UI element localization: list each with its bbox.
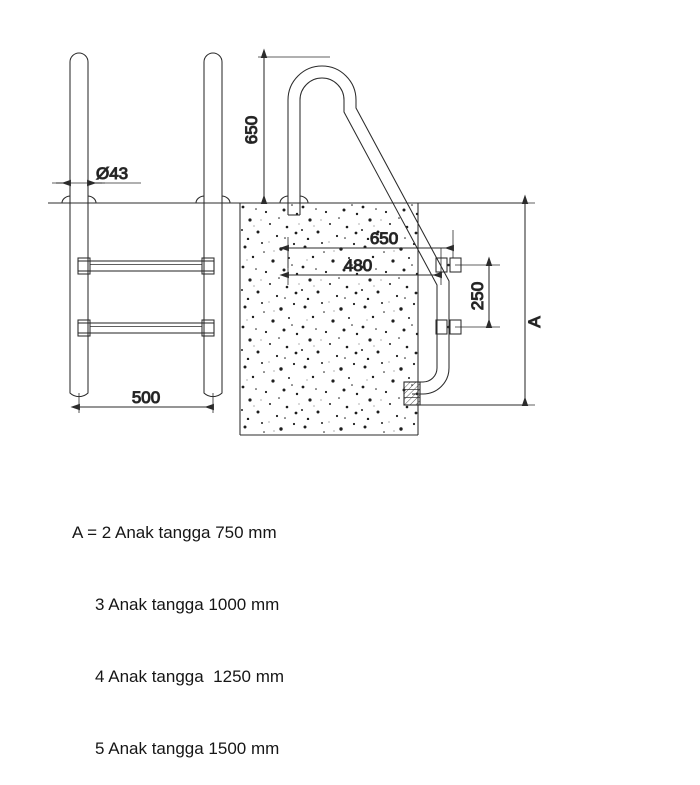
ladder-rung-lower [77, 319, 215, 337]
legend-line-1: A = 2 Anak tangga 750 mm [72, 523, 277, 542]
ladder-rung-upper [77, 257, 215, 275]
dimension-step-250: 250 [455, 256, 500, 328]
dimension-reach-480: 480 [279, 248, 442, 285]
dimension-reach-650-label: 650 [370, 229, 398, 248]
legend-line-2: 3 Anak tangga 1000 mm [95, 595, 280, 614]
concrete-wall [239, 202, 419, 436]
dimension-overall-A-label: A [525, 316, 544, 328]
dimension-reach-480-label: 480 [344, 256, 372, 275]
dimension-reach-650: 650 [279, 228, 454, 268]
dimension-height-650-label: 650 [242, 116, 261, 144]
ladder-right-rail [203, 52, 223, 398]
dimension-step-250-label: 250 [468, 282, 487, 310]
legend-line-4: 5 Anak tangga 1500 mm [95, 739, 280, 758]
dimension-width-500: 500 [70, 387, 214, 413]
handrail-outer-edge [287, 65, 450, 395]
ladder-flange-left [61, 195, 97, 204]
ladder-technical-drawing: Ø43 650 650 480 250 [48, 48, 545, 436]
dimension-height-650: 650 [241, 48, 330, 204]
handrail-side-elevation [279, 65, 462, 406]
handrail-flange [279, 195, 309, 204]
ladder-left-rail [69, 52, 89, 398]
ladder-front-elevation [61, 52, 231, 398]
dimension-overall-A: A [480, 194, 545, 406]
handrail-inner-edge [299, 77, 438, 383]
dimension-width-500-label: 500 [132, 388, 160, 407]
legend-line-3: 4 Anak tangga 1250 mm [95, 667, 285, 686]
ladder-flange-right [195, 195, 231, 204]
handrail-anchor-cap [403, 381, 421, 406]
legend-block: A = 2 Anak tangga 750 mm 3 Anak tangga 1… [72, 473, 284, 785]
dimension-diameter-43: Ø43 [52, 163, 141, 210]
dimension-diameter-43-label: Ø43 [96, 164, 128, 183]
